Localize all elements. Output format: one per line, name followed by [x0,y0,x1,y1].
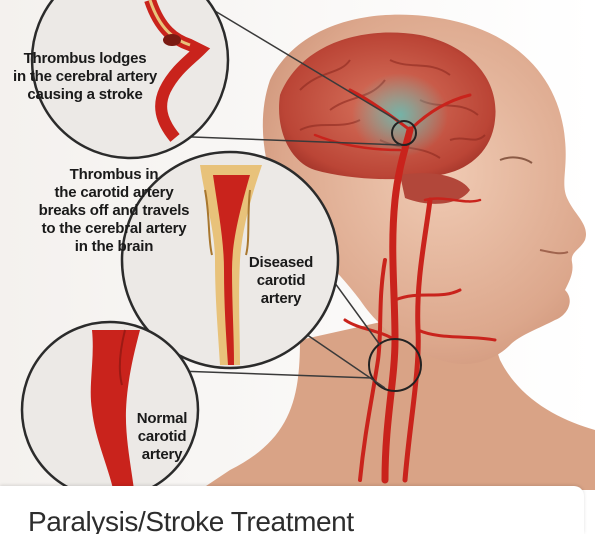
callout-line: breaks off and travels [28,202,200,220]
callout-line: artery [122,446,202,464]
callout-line: Normal [122,410,202,428]
callout-line: artery [236,290,326,308]
callout-line: Thrombus lodges [0,50,170,68]
callout-line: the carotid artery [28,184,200,202]
card-title[interactable]: Paralysis/Stroke Treatment [28,506,354,534]
callout-line: causing a stroke [0,86,170,104]
callout-thrombus-breaks-off: Thrombus in the carotid artery breaks of… [28,166,200,256]
callout-diseased-carotid: Diseased carotid artery [236,254,326,308]
callout-thrombus-lodges: Thrombus lodges in the cerebral artery c… [0,50,170,104]
callout-line: Thrombus in [28,166,200,184]
callout-line: in the brain [28,238,200,256]
callout-line: Diseased [236,254,326,272]
callout-normal-carotid: Normal carotid artery [122,410,202,464]
callout-line: carotid [236,272,326,290]
callout-line: in the cerebral artery [0,68,170,86]
callout-line: carotid [122,428,202,446]
callout-line: to the cerebral artery [28,220,200,238]
